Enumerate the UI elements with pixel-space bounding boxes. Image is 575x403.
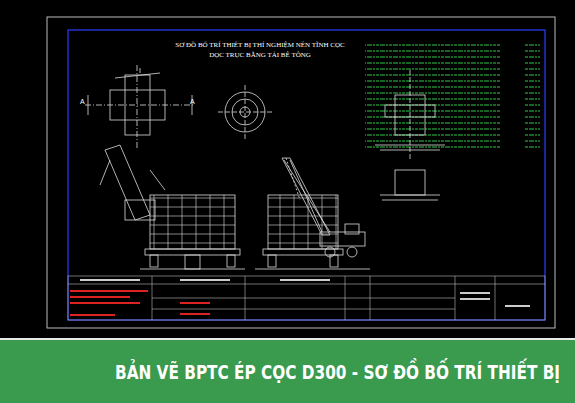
drawing-title: SƠ ĐỒ BỐ TRÍ THIẾT BỊ THÍ NGHIỆM NÉN TĨN… <box>170 40 350 60</box>
section-mark: A <box>80 98 85 105</box>
caption-text: BẢN VẼ BPTC ÉP CỌC D300 - SƠ ĐỒ BỐ TRÍ T… <box>115 360 560 384</box>
section-mark: A <box>190 98 195 105</box>
caption-banner: BẢN VẼ BPTC ÉP CỌC D300 - SƠ ĐỒ BỐ TRÍ T… <box>0 340 575 403</box>
